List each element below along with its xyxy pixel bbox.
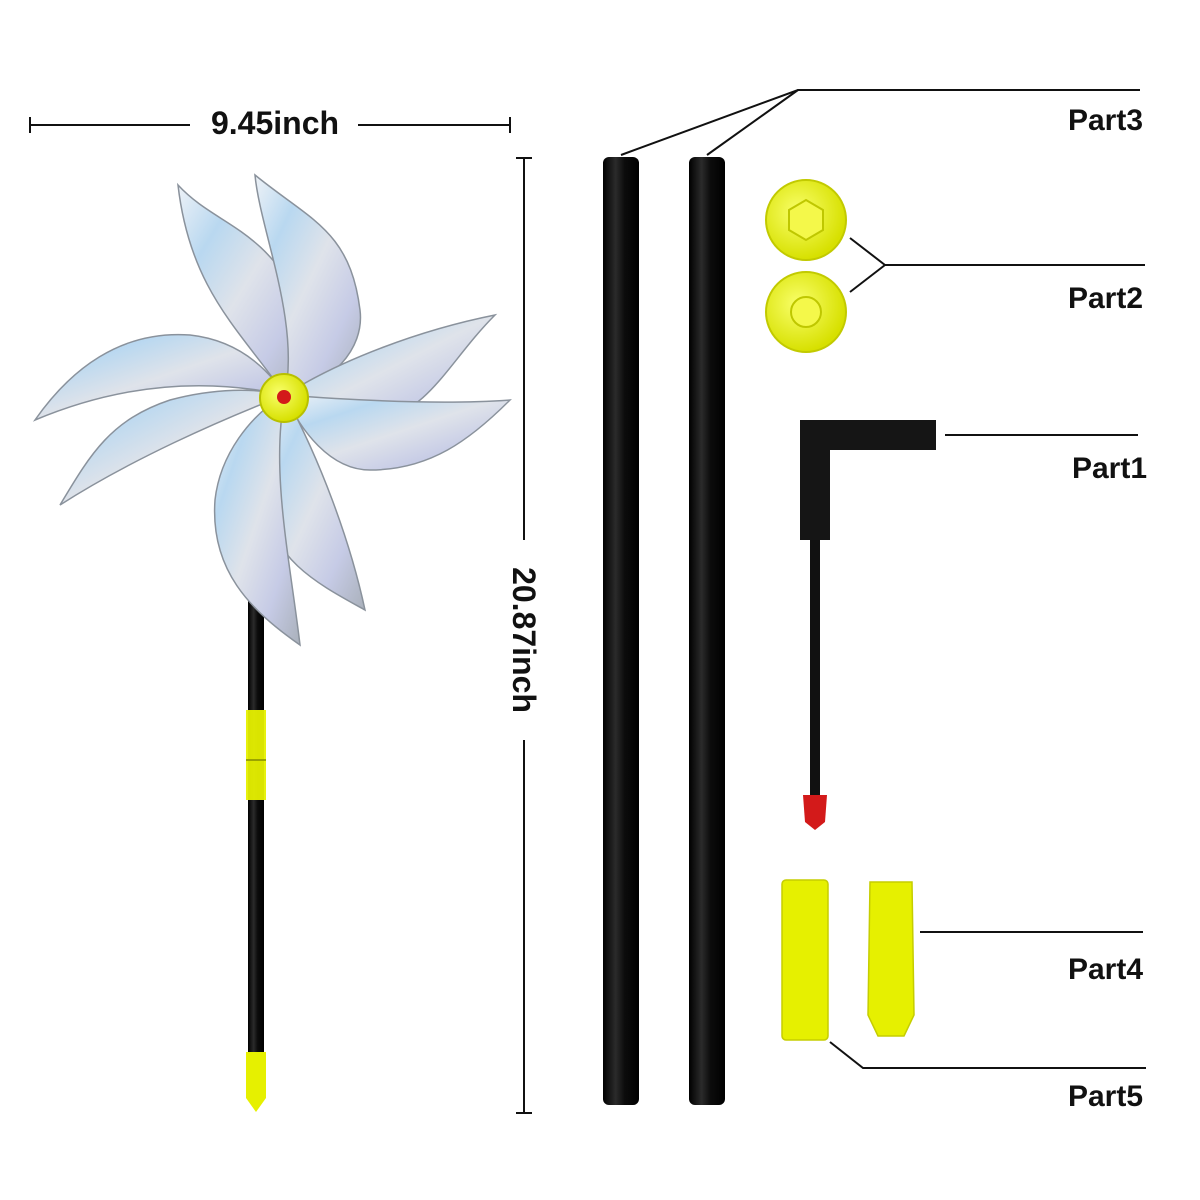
part3-poles: Part3 (603, 89, 1143, 1105)
part1-spindle (810, 540, 820, 795)
part3-label: Part3 (1068, 104, 1143, 137)
width-dimension-label: 9.45inch (211, 105, 339, 141)
height-dimension: 20.87inch (506, 157, 542, 1114)
height-dimension-label: 20.87inch (506, 567, 542, 713)
petal-bottom (213, 393, 301, 647)
part2-label: Part2 (1068, 282, 1143, 315)
petal-right (283, 394, 512, 471)
part5-leader-line (829, 1041, 1146, 1069)
part5-yellow-sleeve (781, 879, 829, 1041)
part2-leader-line (849, 237, 1145, 266)
part3-pole-right (689, 157, 725, 1105)
part2-caps: Part2 (765, 179, 1145, 353)
part2-leader-line-branch (849, 264, 886, 293)
part1-label: Part1 (1072, 452, 1147, 485)
assembled-pinwheel (32, 173, 512, 1112)
part3-leader-line (620, 89, 1140, 156)
part1-elbow (800, 420, 830, 540)
part5-sleeve: Part5 (781, 879, 1146, 1113)
part3-pole-left (603, 157, 639, 1105)
pinwheel-hub-pin (277, 390, 291, 404)
stake-yellow-tip (246, 1052, 266, 1112)
pinwheel-petals (32, 173, 512, 647)
part4-spike: Part4 (867, 881, 1143, 1037)
petal-left (32, 333, 287, 422)
stake-yellow-band-upper (246, 710, 266, 800)
part2-cap-bottom-socket (790, 296, 822, 328)
part2-cap-top-socket (788, 198, 824, 242)
width-dimension: 9.45inch (29, 105, 511, 141)
part3-leader-line-branch (706, 89, 799, 156)
part1-connector: Part1 (800, 420, 1147, 830)
petal-top (254, 173, 362, 396)
part4-label: Part4 (1068, 953, 1143, 986)
pinwheel-stake (248, 560, 264, 1090)
part4-yellow-spike (867, 881, 915, 1037)
part5-label: Part5 (1068, 1080, 1143, 1113)
part1-red-tip (803, 795, 827, 830)
